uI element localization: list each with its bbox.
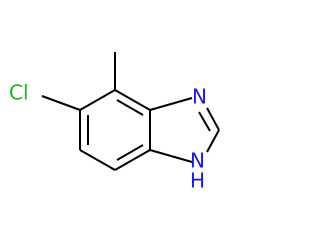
bond-c7-c7a [114,149,151,171]
atom-label-n3: N [192,85,207,109]
bond-c7-c7a-inner [116,144,144,161]
bond-c4-c3a [114,89,151,111]
bond-c4-c3a-inner [116,99,144,116]
bond-n3-c2 [206,107,220,131]
bond-n1-c7a [149,149,193,163]
bond-c5-cl [41,95,81,111]
bond-c3a-n3 [149,97,193,111]
bond-c6-c7 [79,149,116,171]
bond-c4-c5 [79,89,116,111]
atom-label-h1: H [190,169,205,193]
atom-label-n1: N [190,149,205,173]
bond-n3-c2-inner [198,111,211,132]
atom-label-cl: Cl [9,81,29,105]
bond-c2-n1 [206,129,220,153]
molecule-structure: Cl N N H [9,52,220,193]
